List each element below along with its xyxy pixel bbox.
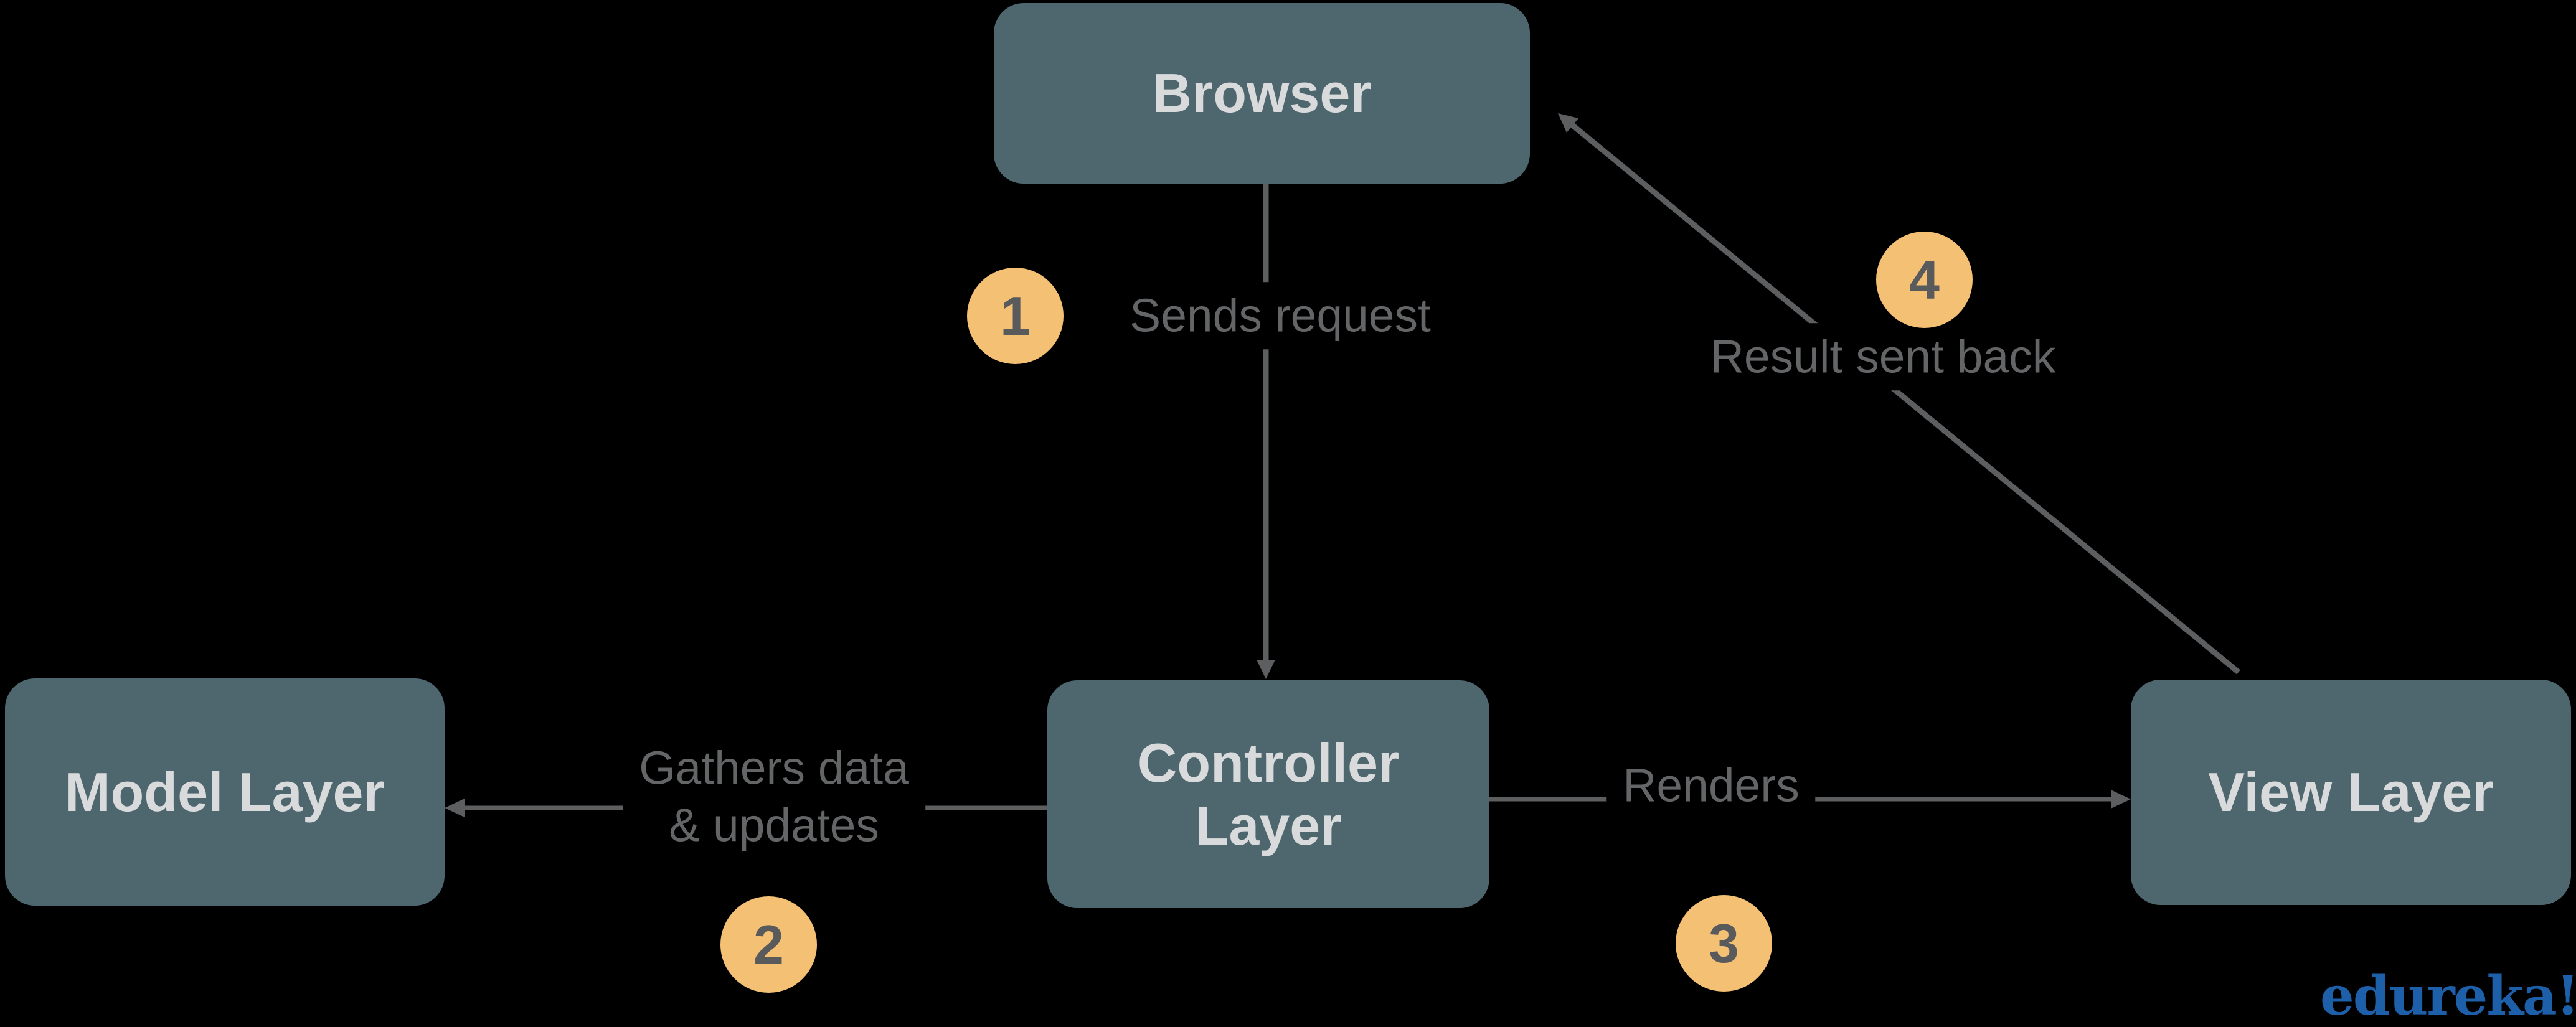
edge-label-sends-request: Sends request: [1113, 282, 1447, 349]
node-model-layer-label: Model Layer: [65, 761, 385, 823]
edureka-logo: edureka!: [2320, 965, 2576, 1027]
gathers-data-arrowhead: [445, 799, 465, 817]
step-badge-2: 2: [720, 896, 817, 993]
renders-arrowhead: [2111, 790, 2131, 809]
node-view-layer: View Layer: [2131, 680, 2571, 905]
node-browser-label: Browser: [1152, 62, 1372, 124]
result-sent-back-arrowhead: [1558, 113, 1578, 133]
node-model-layer: Model Layer: [5, 678, 445, 906]
node-controller-layer: Controller Layer: [1047, 680, 1489, 908]
step-badge-4: 4: [1876, 232, 1973, 328]
result-sent-back-line: [1570, 122, 2240, 675]
step-badge-3: 3: [1676, 895, 1772, 992]
node-browser: Browser: [994, 3, 1530, 184]
edge-label-result-sent-back: Result sent back: [1694, 323, 2072, 390]
edge-label-renders: Renders: [1606, 752, 1816, 819]
edge-label-gathers-data-updates: Gathers data & updates: [623, 734, 925, 859]
step-badge-1: 1: [967, 268, 1064, 364]
sends-request-arrowhead: [1257, 660, 1275, 679]
node-controller-layer-label: Controller Layer: [1137, 731, 1400, 856]
node-view-layer-label: View Layer: [2208, 761, 2494, 823]
